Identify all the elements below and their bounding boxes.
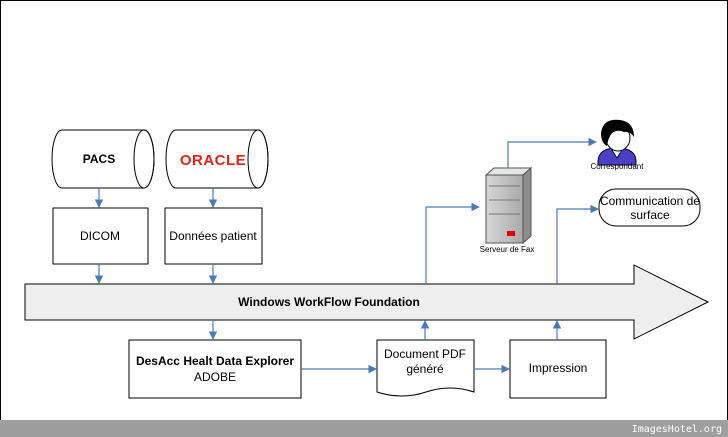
printing-box [509,339,607,399]
workflow-label: Windows WorkFlow Foundation [238,295,420,309]
person-icon [597,119,637,166]
fax-server-label: Serveur de Fax [480,245,535,254]
dicom-box [52,207,149,265]
communication-box [598,188,701,227]
footer-bar [0,420,728,437]
watermark-text: ImagesHotel.org [632,424,722,435]
workflow-to-communication-arrow [556,204,599,284]
pacs-database: PACS [51,129,155,189]
explorer-title: DesAcc Healt Data Explorer [136,354,294,368]
fax-server-icon [484,166,533,245]
pacs-label: PACS [83,152,115,166]
printing-label: Impression [529,361,588,375]
oracle-database: ORACLE [165,129,269,189]
workflow-bar [24,264,710,340]
document-label-line1: Document PDF [384,347,466,361]
communication-label-line1: Communication de [600,194,700,208]
explorer-subtitle: ADOBE [194,370,236,384]
fax-to-correspondent-arrow [507,137,597,168]
oracle-logo: ORACLE [180,152,246,169]
communication-label-line2: surface [630,208,670,222]
correspondent-label: Correspondant [591,162,645,171]
workflow-to-fax-arrow [425,202,480,284]
dicom-label: DICOM [80,229,120,243]
patient-data-label: Données patient [169,229,257,243]
document-label-line2: généré [406,362,444,376]
document-shape [376,339,475,397]
explorer-box [128,339,302,399]
